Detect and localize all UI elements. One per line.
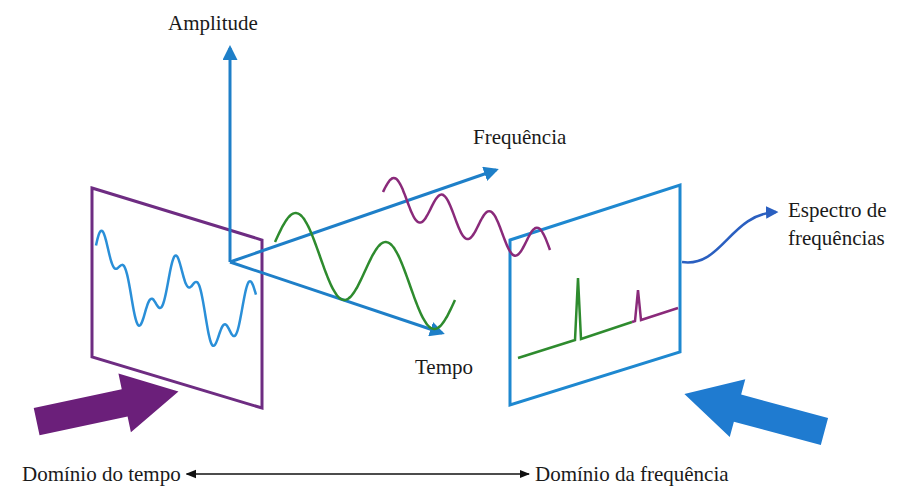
frequency-axis [230,170,496,262]
axis-label: Tempo [415,354,473,380]
time-arrow-shape [30,362,184,451]
axis-label: Amplitude [168,10,258,36]
time-axis [230,262,442,333]
frequency-arrow [677,365,833,460]
leader-line [682,212,776,262]
low-frequency-wave [275,213,455,329]
time-arrow [30,362,184,451]
domain-double-arrow [187,473,529,475]
time-panel [92,188,262,408]
time-signal [96,231,256,346]
spectrum-green [518,278,632,358]
amplitude-axis [229,48,232,262]
domain-label: Domínio da frequência [535,461,729,487]
domain-label: Domínio do tempo [22,461,181,487]
frequency-panel [510,185,680,405]
waves [96,178,550,346]
axis-label: Frequência [473,124,566,150]
frequency-arrow-shape [677,365,833,460]
high-frequency-wave [383,178,550,256]
callout-label: Espectro de frequências [788,196,918,252]
domain-arrow [187,474,529,475]
spectrum-purple [632,290,678,322]
